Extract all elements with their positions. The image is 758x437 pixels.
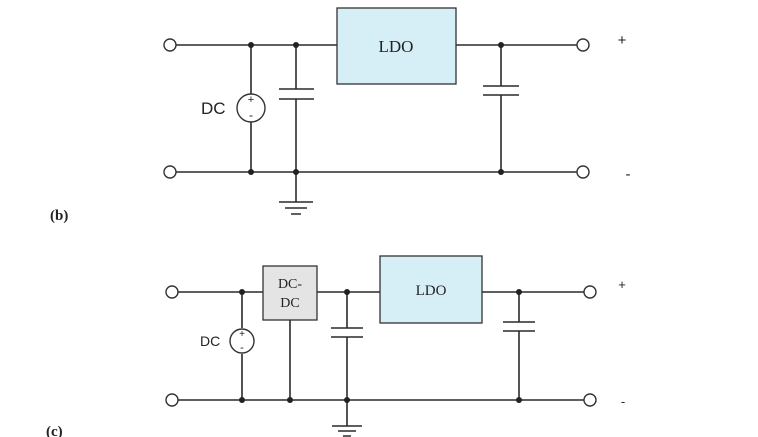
source-plus-label: + — [248, 94, 254, 106]
ground-symbol — [279, 201, 313, 215]
junction-dot — [248, 42, 254, 48]
input-terminal-positive — [165, 285, 179, 299]
ldo-block — [336, 7, 457, 85]
dcdc-label-line1: DC- — [278, 277, 302, 292]
input-terminal-negative — [163, 165, 177, 179]
output-minus-sign: - — [621, 394, 625, 409]
source-plus-label: + — [239, 329, 245, 340]
figure-label-b: (b) — [50, 208, 68, 224]
ldo-block — [379, 255, 483, 324]
dcdc-converter-block — [262, 265, 318, 321]
input-terminal-negative — [165, 393, 179, 407]
junction-dot — [293, 42, 299, 48]
circuit-b: + - DC LDO + — [50, 7, 631, 224]
junction-dot — [344, 397, 350, 403]
junction-dot — [516, 289, 522, 295]
junction-dot — [293, 169, 299, 175]
junction-dot — [344, 289, 350, 295]
dc-source-symbol — [229, 328, 255, 354]
ground-symbol — [332, 425, 362, 437]
junction-dot — [248, 169, 254, 175]
junction-dot — [516, 397, 522, 403]
figure-label-c: (c) — [46, 424, 63, 437]
output-terminal-positive — [576, 38, 590, 52]
dc-source-label: DC — [200, 333, 220, 349]
output-terminal-negative — [583, 393, 597, 407]
dcdc-label-line2: DC — [280, 296, 299, 311]
output-terminal-positive — [583, 285, 597, 299]
ldo-label: LDO — [379, 37, 414, 56]
junction-dot — [239, 397, 245, 403]
dc-source-symbol — [236, 93, 266, 123]
circuit-c: + - DC DC- DC LDO — [46, 255, 626, 437]
output-minus-sign: - — [626, 166, 631, 183]
dc-source-label: DC — [201, 99, 226, 118]
output-plus-sign: + — [618, 32, 627, 49]
output-plus-sign: + — [618, 277, 626, 292]
junction-dot — [498, 169, 504, 175]
junction-dot — [239, 289, 245, 295]
input-terminal-positive — [163, 38, 177, 52]
source-minus-label: - — [240, 342, 244, 354]
ldo-label: LDO — [416, 283, 447, 299]
source-minus-label: - — [249, 108, 253, 122]
output-terminal-negative — [576, 165, 590, 179]
junction-dot — [287, 397, 293, 403]
junction-dot — [498, 42, 504, 48]
